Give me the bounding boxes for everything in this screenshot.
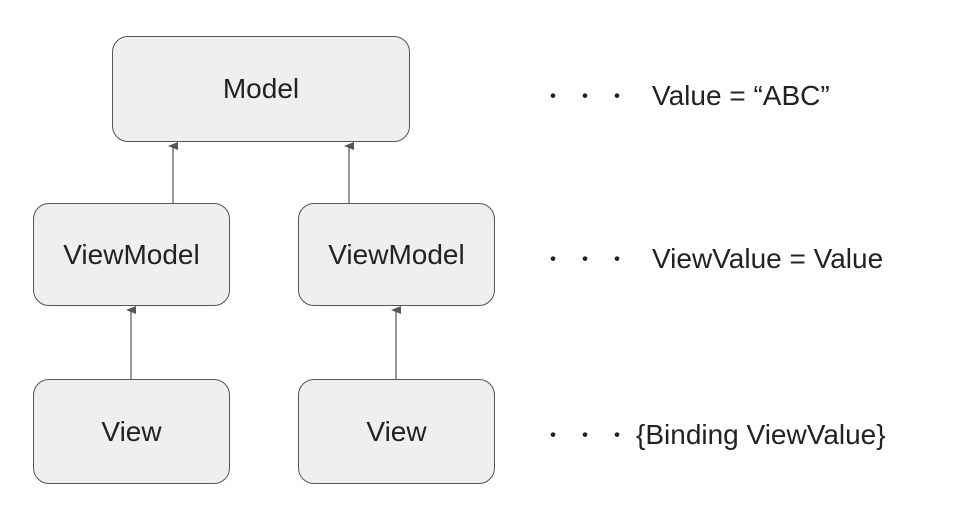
viewmodel-node-right: ViewModel [298, 203, 495, 306]
view-node-left: View [33, 379, 230, 484]
view-right-label: View [366, 415, 427, 447]
model-annotation: Value = “ABC” [652, 80, 830, 111]
model-node: Model [112, 36, 410, 142]
viewmodel-node-left: ViewModel [33, 203, 230, 306]
viewmodel-right-label: ViewModel [328, 238, 465, 270]
ellipsis-dots-viewmodel: ・・・ [542, 247, 639, 272]
viewmodel-annotation: ViewValue = Value [652, 243, 884, 274]
ellipsis-dots-view: ・・・ [542, 423, 639, 448]
view-left-label: View [101, 415, 162, 447]
ellipsis-dots-model: ・・・ [542, 84, 639, 109]
view-node-right: View [298, 379, 495, 484]
view-annotation: {Binding ViewValue} [636, 419, 886, 450]
model-label: Model [222, 73, 300, 104]
viewmodel-left-label: ViewModel [63, 238, 200, 270]
